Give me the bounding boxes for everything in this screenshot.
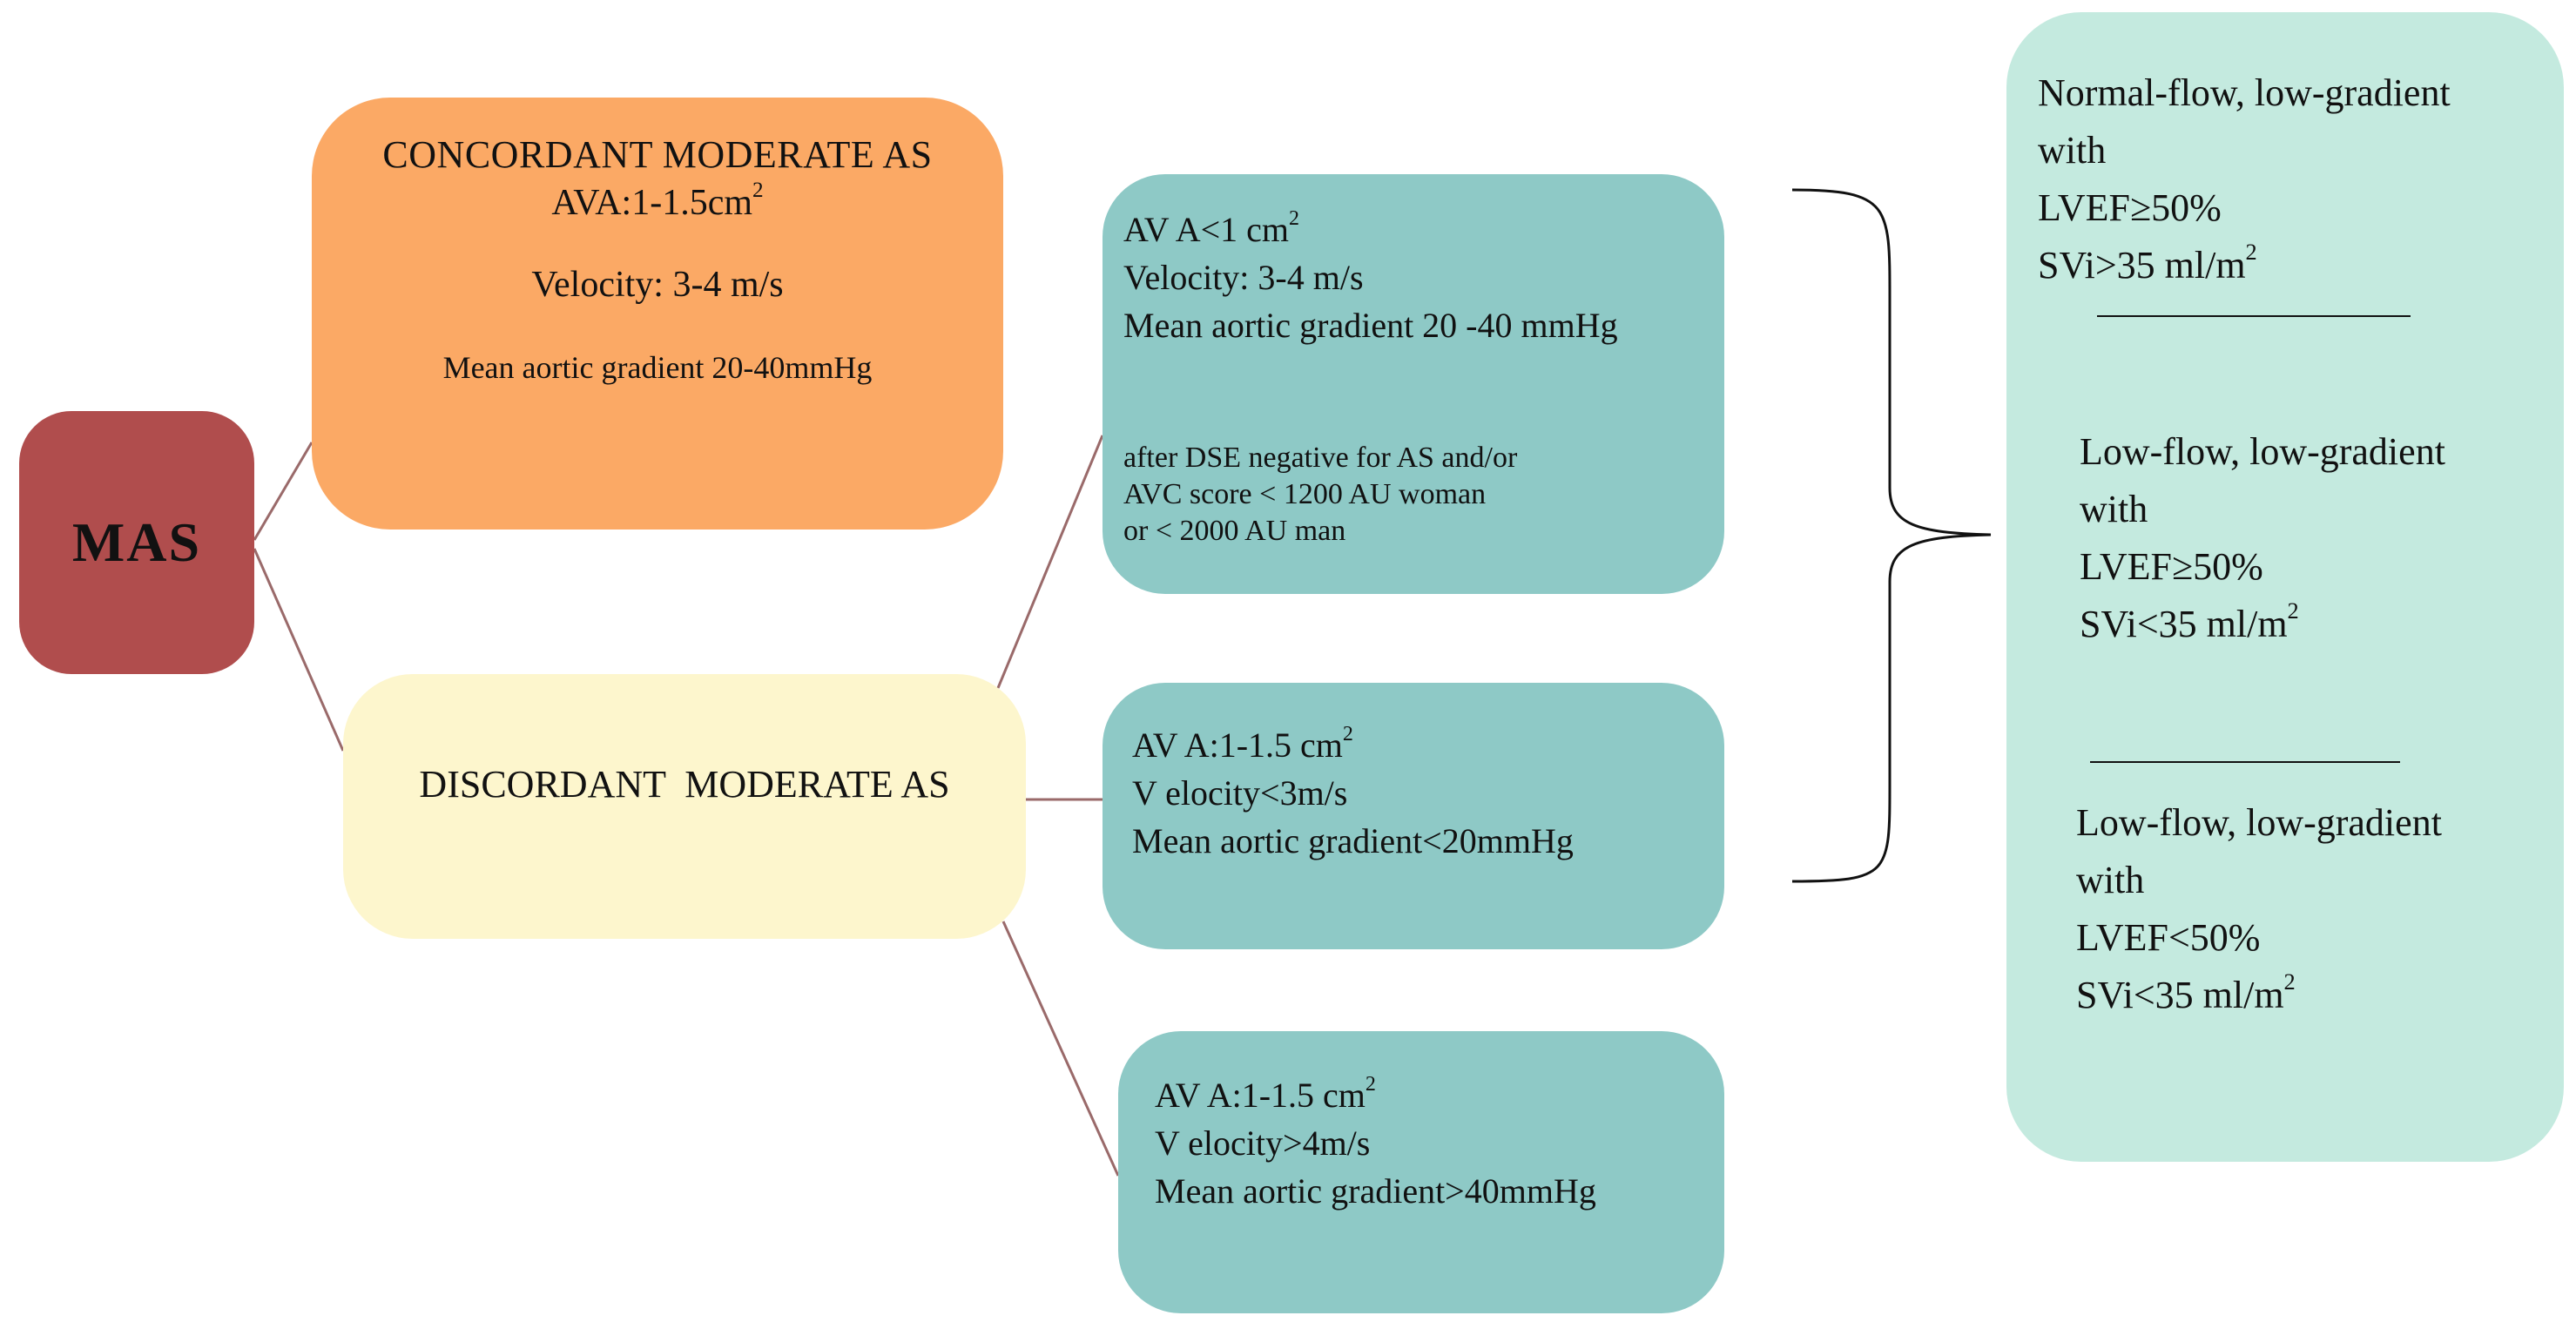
outcome-3-line: Low-flow, low-gradient (2076, 801, 2442, 844)
branch-1-velocity: Velocity: 3-4 m/s (1123, 258, 1364, 297)
outcome-2-line: Low-flow, low-gradient (2080, 430, 2445, 473)
outcome-1-line: Normal-flow, low-gradient (2038, 71, 2451, 114)
connector-discordant-branch-3 (1001, 921, 1120, 1177)
flow-gradient-outcomes-panel: Normal-flow, low-gradient with LVEF≥50% … (2006, 12, 2564, 1162)
branch-3-gradient: Mean aortic gradient>40mmHg (1155, 1171, 1596, 1211)
branch-2-gradient: Mean aortic gradient<20mmHg (1132, 821, 1574, 860)
discordant-branch-high-velocity: AV A:1-1.5 cm2 V elocity>4m/s Mean aorti… (1118, 1031, 1724, 1313)
concordant-velocity: Velocity: 3-4 m/s (531, 265, 784, 305)
branch-3-velocity: V elocity>4m/s (1155, 1123, 1371, 1163)
outcome-2-line: LVEF≥50% (2080, 545, 2263, 588)
outcome-1-svi: SVi>35 ml/m2 (2038, 238, 2257, 287)
branch-1-note-line: AVC score < 1200 AU woman (1123, 478, 1487, 510)
outcome-2-line: with (2080, 488, 2148, 530)
outcome-1-line: LVEF≥50% (2038, 186, 2222, 229)
outcome-2-svi: SVi<35 ml/m2 (2080, 597, 2299, 645)
branch-2-velocity: V elocity<3m/s (1132, 773, 1348, 813)
outcome-divider (2090, 761, 2400, 763)
curly-brace (1791, 188, 1992, 883)
mas-node: MAS (19, 411, 254, 674)
concordant-title: CONCORDANT MODERATE AS (382, 133, 933, 176)
outcome-3-svi: SVi<35 ml/m2 (2076, 968, 2296, 1016)
mas-label: MAS (71, 511, 202, 573)
branch-3-ava: AV A:1-1.5 cm2 (1155, 1072, 1376, 1115)
concordant-moderate-as-node: CONCORDANT MODERATE AS AVA:1-1.5cm2 Velo… (312, 98, 1003, 530)
connector-mas-concordant (253, 442, 314, 541)
outcome-3-line: LVEF<50% (2076, 916, 2261, 959)
discordant-moderate-as-node: DISCORDANT MODERATE AS (343, 674, 1026, 939)
concordant-gradient: Mean aortic gradient 20-40mmHg (442, 350, 873, 385)
outcome-1-line: with (2038, 129, 2107, 172)
branch-1-ava: AV A<1 cm2 (1123, 206, 1299, 249)
connector-discordant-branch-1 (996, 435, 1104, 689)
branch-2-ava: AV A:1-1.5 cm2 (1132, 722, 1353, 765)
branch-1-note-line: after DSE negative for AS and/or (1123, 442, 1518, 474)
connector-mas-discordant (253, 548, 345, 752)
outcome-low-flow-reduced-ef: Low-flow, low-gradient with LVEF<50% SVi… (2076, 794, 2442, 1024)
discordant-branch-low-ava: AV A<1 cm2 Velocity: 3-4 m/s Mean aortic… (1103, 174, 1724, 594)
outcome-divider (2097, 315, 2411, 317)
outcome-3-line: with (2076, 859, 2145, 901)
discordant-branch-low-velocity: AV A:1-1.5 cm2 V elocity<3m/s Mean aorti… (1103, 683, 1724, 949)
concordant-ava: AVA:1-1.5cm2 (551, 178, 764, 223)
outcome-low-flow-preserved-ef: Low-flow, low-gradient with LVEF≥50% SVi… (2080, 423, 2445, 653)
branch-1-gradient: Mean aortic gradient 20 -40 mmHg (1123, 306, 1618, 345)
discordant-title: DISCORDANT MODERATE AS (419, 762, 950, 806)
outcome-normal-flow-low-gradient: Normal-flow, low-gradient with LVEF≥50% … (2038, 64, 2451, 294)
branch-1-note-line: or < 2000 AU man (1123, 515, 1346, 547)
